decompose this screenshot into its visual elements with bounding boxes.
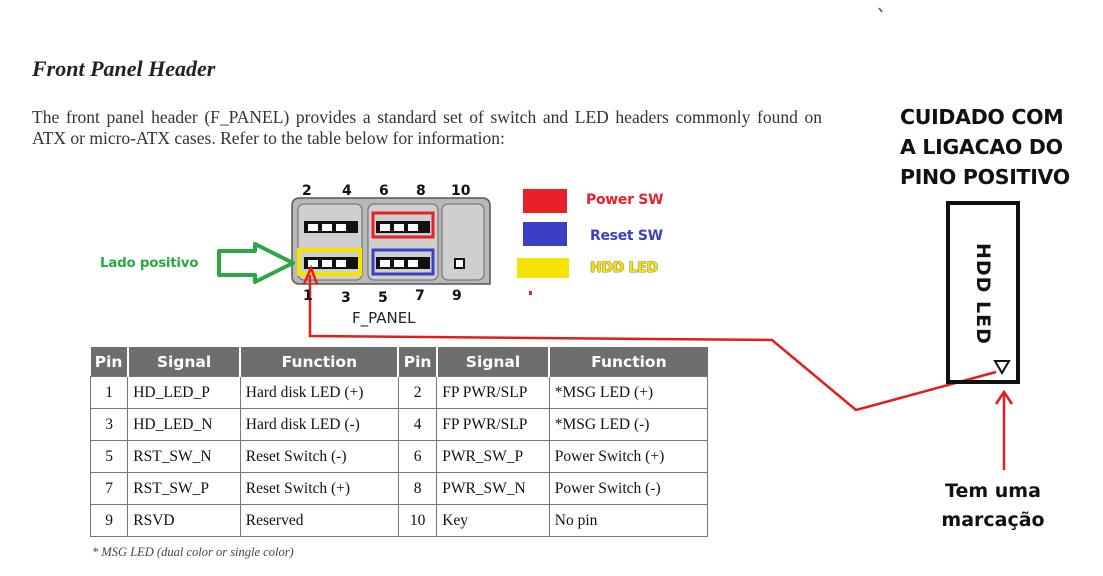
- cell-signal: RSVD: [127, 504, 241, 537]
- cell-function: Hard disk LED (-): [239, 408, 399, 441]
- connector-slot-c: [441, 203, 485, 281]
- warning-line-3: PINO POSITIVO: [900, 165, 1070, 189]
- cell-signal: RST_SW_P: [127, 472, 241, 505]
- marking-note: Tem uma marcação: [918, 477, 1068, 535]
- warning-note: CUIDADO COM A LIGACAO DO PINO POSITIVO: [900, 102, 1100, 192]
- top-pin-row: [304, 221, 430, 233]
- cell-pin: 3: [89, 408, 129, 441]
- warning-line-1: CUIDADO COM: [900, 105, 1064, 129]
- intro-text: The front panel header (F_PANEL) provide…: [32, 107, 822, 148]
- cell-signal: HD_LED_P: [127, 376, 241, 409]
- pin-number-top: 10: [451, 183, 471, 199]
- legend-swatch-reset: [523, 222, 567, 246]
- table-row: 5 RST_SW_N Reset Switch (-) 6 PWR_SW_P P…: [89, 440, 709, 473]
- footnote: * MSG LED (dual color or single color): [92, 545, 294, 559]
- cell-pin: 5: [89, 440, 129, 473]
- red-arrowhead-icon: [302, 264, 319, 285]
- cell-function: Reset Switch (-): [239, 440, 399, 473]
- pin-number-top: 4: [342, 183, 352, 199]
- header-signal: Signal: [436, 347, 551, 377]
- connector-slot-a: [297, 203, 363, 281]
- cell-pin: 9: [89, 504, 129, 537]
- connector-label: F_PANEL: [352, 309, 416, 327]
- bottom-pin-row: [304, 257, 465, 269]
- marking-note-line-2: marcação: [941, 509, 1045, 531]
- pin-number-top: 2: [302, 183, 312, 199]
- red-dot: [529, 291, 532, 295]
- cell-pin: 6: [397, 440, 438, 473]
- cell-pin: 1: [89, 376, 129, 409]
- triangle-marker-icon: [993, 360, 1011, 375]
- pin-number-bottom: 5: [378, 290, 388, 306]
- cell-function: Reserved: [239, 504, 399, 537]
- marking-note-line-1: Tem uma: [945, 480, 1041, 502]
- legend-label-reset: Reset SW: [590, 228, 663, 244]
- header-function: Function: [549, 347, 708, 377]
- power-sw-highlight: [371, 211, 435, 239]
- table-header-row: Pin Signal Function Pin Signal Function: [90, 347, 708, 377]
- pin-number-top: 6: [379, 183, 389, 199]
- cell-signal: PWR_SW_N: [436, 472, 550, 505]
- cell-function: *MSG LED (-): [548, 408, 709, 441]
- table-row: 1 HD_LED_P Hard disk LED (+) 2 FP PWR/SL…: [89, 376, 709, 409]
- hdd-led-box-label: HDD LED: [958, 239, 1008, 349]
- cell-signal: Key: [436, 504, 550, 537]
- header-pin: Pin: [398, 347, 438, 377]
- cell-function: No pin: [548, 504, 709, 537]
- pin-number-bottom: 3: [341, 290, 351, 306]
- cell-signal: FP PWR/SLP: [436, 408, 550, 441]
- table-row: 7 RST_SW_P Reset Switch (+) 8 PWR_SW_N P…: [89, 472, 709, 505]
- pin-table: Pin Signal Function Pin Signal Function …: [89, 347, 709, 537]
- hdd-led-highlight: [297, 248, 362, 276]
- cell-function: *MSG LED (+): [548, 376, 709, 409]
- pin-number-bottom: 7: [415, 288, 425, 304]
- positive-side-label: Lado positivo: [100, 255, 199, 271]
- stray-mark: [878, 0, 884, 13]
- table-row: 3 HD_LED_N Hard disk LED (-) 4 FP PWR/SL…: [89, 408, 709, 441]
- reset-sw-highlight: [371, 248, 435, 276]
- cell-signal: PWR_SW_P: [436, 440, 550, 473]
- connector-housing: [291, 197, 491, 285]
- hdd-led-text: HDD LED: [972, 243, 994, 345]
- cell-signal: HD_LED_N: [127, 408, 241, 441]
- legend-label-hdd: HDD LED: [590, 260, 658, 276]
- legend-swatch-power: [523, 189, 567, 213]
- header-function: Function: [240, 347, 400, 377]
- header-pin: Pin: [90, 347, 129, 377]
- cell-pin: 4: [397, 408, 438, 441]
- cell-pin: 10: [397, 504, 438, 537]
- section-title: Front Panel Header: [32, 56, 216, 81]
- legend-swatch-hdd: [517, 258, 569, 278]
- green-arrow-icon: [217, 242, 295, 284]
- cell-function: Power Switch (+): [548, 440, 709, 473]
- cell-function: Power Switch (-): [548, 472, 709, 505]
- cell-function: Reset Switch (+): [239, 472, 399, 505]
- cell-signal: RST_SW_N: [127, 440, 241, 473]
- cell-pin: 7: [89, 472, 129, 505]
- warning-line-2: A LIGACAO DO: [900, 135, 1063, 159]
- header-signal: Signal: [127, 347, 242, 377]
- hdd-led-box: [946, 201, 1020, 384]
- cell-function: Hard disk LED (+): [239, 376, 399, 409]
- pin-number-bottom: 1: [303, 288, 313, 304]
- cell-pin: 8: [397, 472, 438, 505]
- table-row: 9 RSVD Reserved 10 Key No pin: [89, 504, 709, 537]
- pin-number-bottom: 9: [452, 288, 462, 304]
- connector-slot-b: [367, 203, 439, 281]
- cell-pin: 2: [397, 376, 438, 409]
- cell-signal: FP PWR/SLP: [436, 376, 550, 409]
- pin-number-top: 8: [416, 183, 426, 199]
- red-up-arrow-icon: [994, 389, 1014, 405]
- legend-label-power: Power SW: [586, 192, 664, 208]
